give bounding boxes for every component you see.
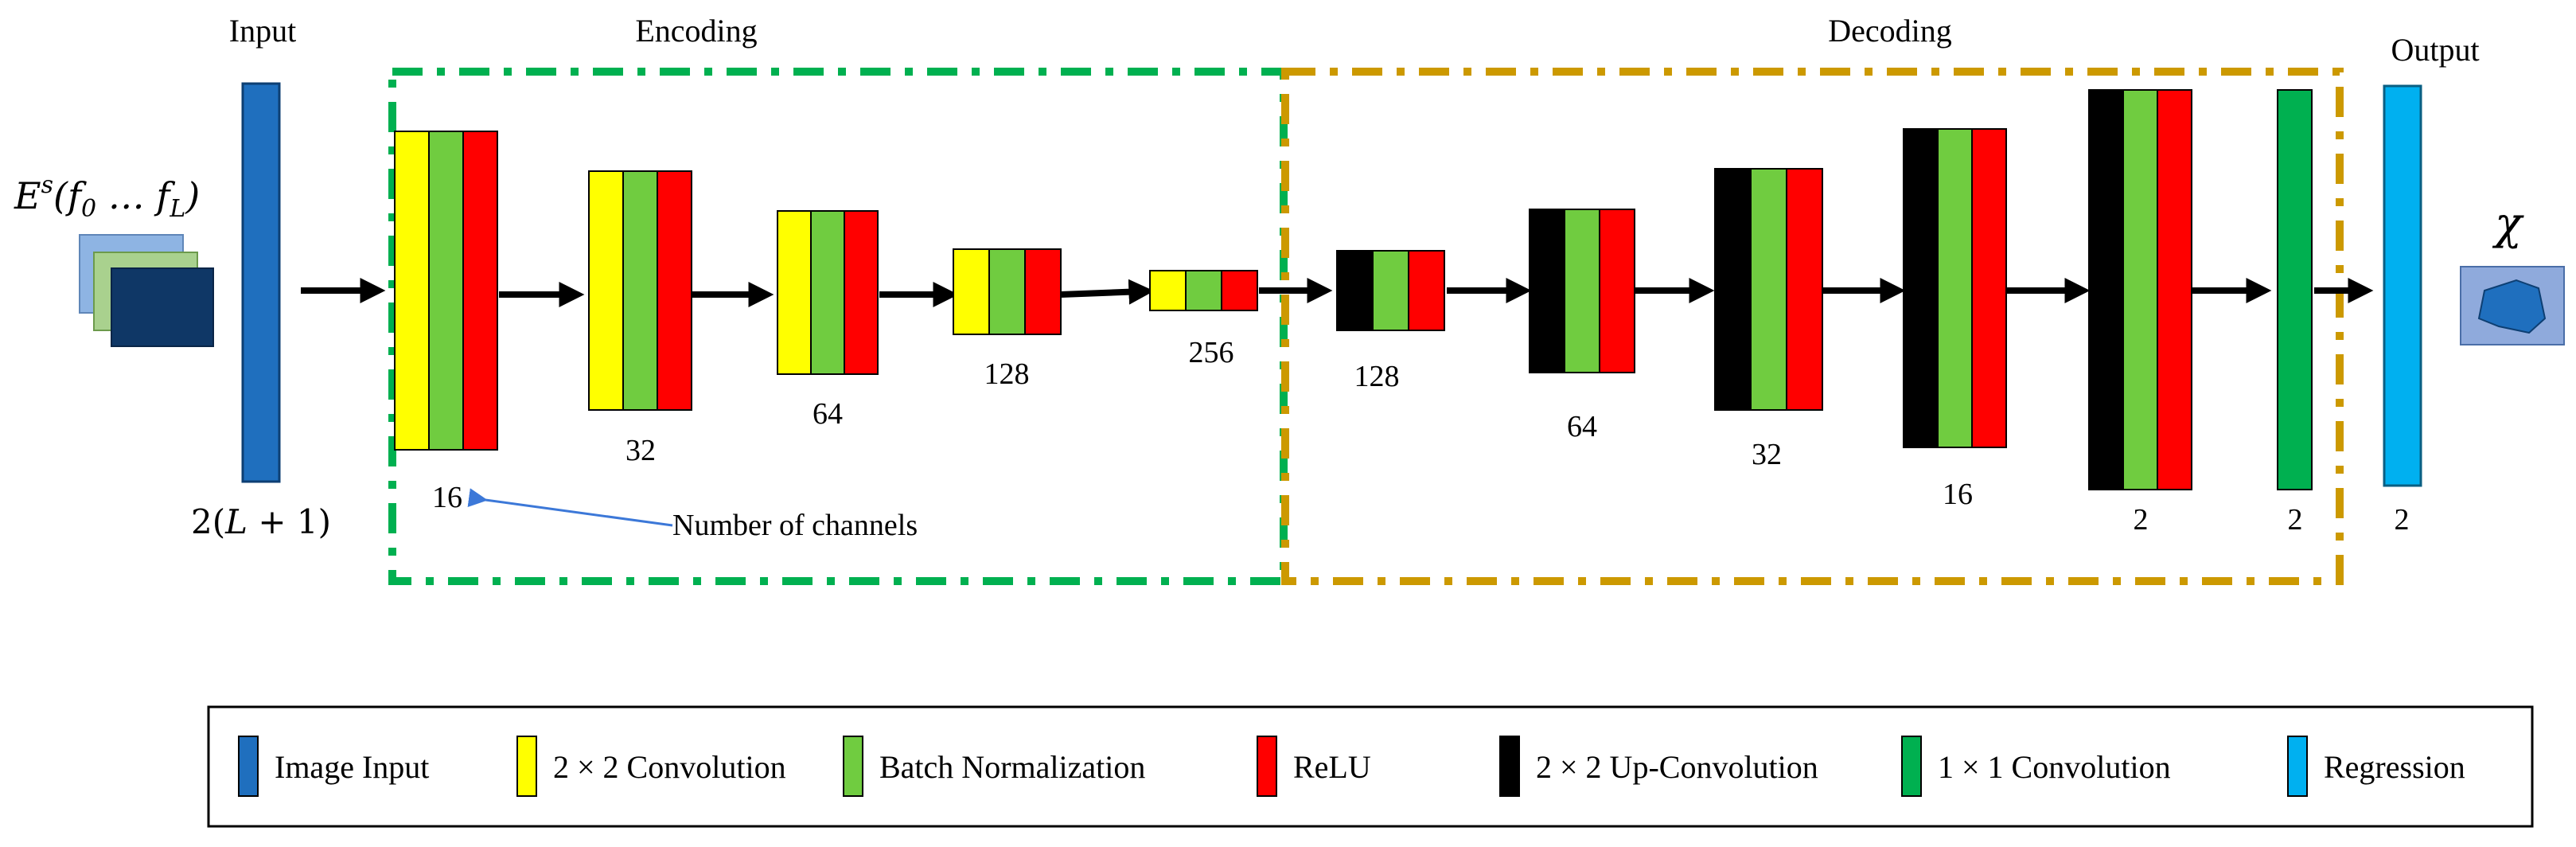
relu-layer <box>1221 270 1258 311</box>
regression-layer <box>2383 84 2422 487</box>
annotation-label: Number of channels <box>672 509 918 542</box>
upconv2x2-layer <box>1529 209 1565 373</box>
input-symbol-sup: s <box>41 171 53 199</box>
decoder-block-32 <box>1714 168 1823 411</box>
regression-channels-label: 2 <box>2395 503 2410 537</box>
decoder-16-channels-label: 16 <box>1943 478 1973 511</box>
decoder-128-channels-label: 128 <box>1354 360 1400 393</box>
decoder-32-channels-label: 32 <box>1752 438 1782 471</box>
decoding-header: Decoding <box>1828 13 1952 49</box>
input-symbol-main: E <box>14 174 41 217</box>
legend-swatch-image_input <box>238 736 259 797</box>
decoder-block-64 <box>1529 209 1635 373</box>
output-region-icon <box>2460 266 2565 345</box>
legend-swatch-batch_norm <box>843 736 863 797</box>
legend-label-conv1x1: 1 × 1 Convolution <box>1938 749 2171 785</box>
encoder-block-64 <box>777 210 879 375</box>
relu-layer <box>1786 168 1823 411</box>
conv2x2-layer <box>777 210 812 375</box>
relu-layer <box>657 170 692 411</box>
batch-norm-layer <box>1564 209 1600 373</box>
legend-swatch-conv1x1 <box>1901 736 1922 797</box>
legend-label-upconv2x2: 2 × 2 Up-Convolution <box>1536 749 1818 785</box>
relu-layer <box>2157 89 2192 490</box>
relu-layer <box>1408 250 1445 331</box>
legend-swatch-upconv2x2 <box>1499 736 1520 797</box>
batch-norm-layer <box>1937 128 1973 448</box>
legend-swatch-regression <box>2287 736 2308 797</box>
legend-label-relu: ReLU <box>1293 749 1371 785</box>
image-input-layer <box>241 82 281 483</box>
conv2x2-layer <box>588 170 624 411</box>
decoder-block-16 <box>1903 128 2007 448</box>
svg-text:Es(f0 … fL): Es(f0 … fL) <box>14 171 200 223</box>
encoder-block-256 <box>1149 270 1258 311</box>
upconv2x2-layer <box>1903 128 1939 448</box>
conv2x2-layer <box>1149 270 1187 311</box>
encoder-block-32 <box>588 170 692 411</box>
legend-swatch-conv2x2 <box>516 736 537 797</box>
input-symbol-open: ( <box>53 174 68 217</box>
relu-layer <box>1971 128 2007 448</box>
batch-norm-layer <box>988 248 1026 335</box>
output-symbol: χ <box>2492 198 2524 250</box>
decoder-block-2 <box>2088 89 2192 490</box>
encoding-region-border <box>388 68 1288 585</box>
output-header: Output <box>2391 32 2479 68</box>
encoder-32-channels-label: 32 <box>625 434 656 467</box>
input-image-stack-icon <box>79 234 214 347</box>
conv1x1-channels-label: 2 <box>2288 503 2303 537</box>
input-symbol-close: ) <box>185 174 200 217</box>
batch-norm-layer <box>810 210 845 375</box>
input-symbol-f0-sub: 0 <box>81 195 96 223</box>
conv2x2-layer <box>953 248 990 335</box>
input-header: Input <box>229 13 296 49</box>
batch-norm-layer <box>1185 270 1222 311</box>
encoder-block-16 <box>394 131 498 451</box>
upconv2x2-layer <box>2088 89 2124 490</box>
flow-arrows <box>301 278 2374 307</box>
encoder-block-128 <box>953 248 1062 335</box>
encoder-256-channels-label: 256 <box>1189 336 1234 369</box>
relu-layer <box>462 131 498 451</box>
batch-norm-layer <box>1372 250 1409 331</box>
conv1x1-layer <box>2277 89 2313 490</box>
legend-label-image_input: Image Input <box>275 749 429 785</box>
legend-swatch-relu <box>1257 736 1277 797</box>
encoder-16-channels-label: 16 <box>432 481 462 514</box>
legend-box <box>207 705 2534 828</box>
batch-norm-layer <box>2122 89 2158 490</box>
encoder-64-channels-label: 64 <box>813 397 843 431</box>
encoding-header: Encoding <box>635 13 757 49</box>
decoder-2-channels-label: 2 <box>2134 503 2149 537</box>
upconv2x2-layer <box>1336 250 1374 331</box>
input-symbol: Es(f0 … fL) <box>14 171 200 223</box>
input-symbol-fL-sub: L <box>169 195 185 223</box>
legend-label-conv2x2: 2 × 2 Convolution <box>553 749 786 785</box>
input-symbol-dots: … <box>96 174 156 217</box>
legend: Image Input 2 × 2 Convolution Batch Normal… <box>238 736 2465 797</box>
legend-label-batch_norm: Batch Normalization <box>879 749 1145 785</box>
relu-layer <box>844 210 879 375</box>
decoding-region-border <box>1281 68 2344 585</box>
batch-norm-layer <box>622 170 658 411</box>
annotation-arrow <box>467 488 673 527</box>
batch-norm-layer <box>1750 168 1787 411</box>
input-channels-label: 2(L + 1) <box>191 502 331 541</box>
batch-norm-layer <box>428 131 464 451</box>
legend-label-regression: Regression <box>2324 749 2465 785</box>
relu-layer <box>1024 248 1062 335</box>
conv2x2-layer <box>394 131 430 451</box>
relu-layer <box>1599 209 1635 373</box>
decoder-block-128 <box>1336 250 1445 331</box>
decoder-64-channels-label: 64 <box>1567 410 1597 443</box>
upconv2x2-layer <box>1714 168 1752 411</box>
encoder-128-channels-label: 128 <box>984 357 1030 391</box>
